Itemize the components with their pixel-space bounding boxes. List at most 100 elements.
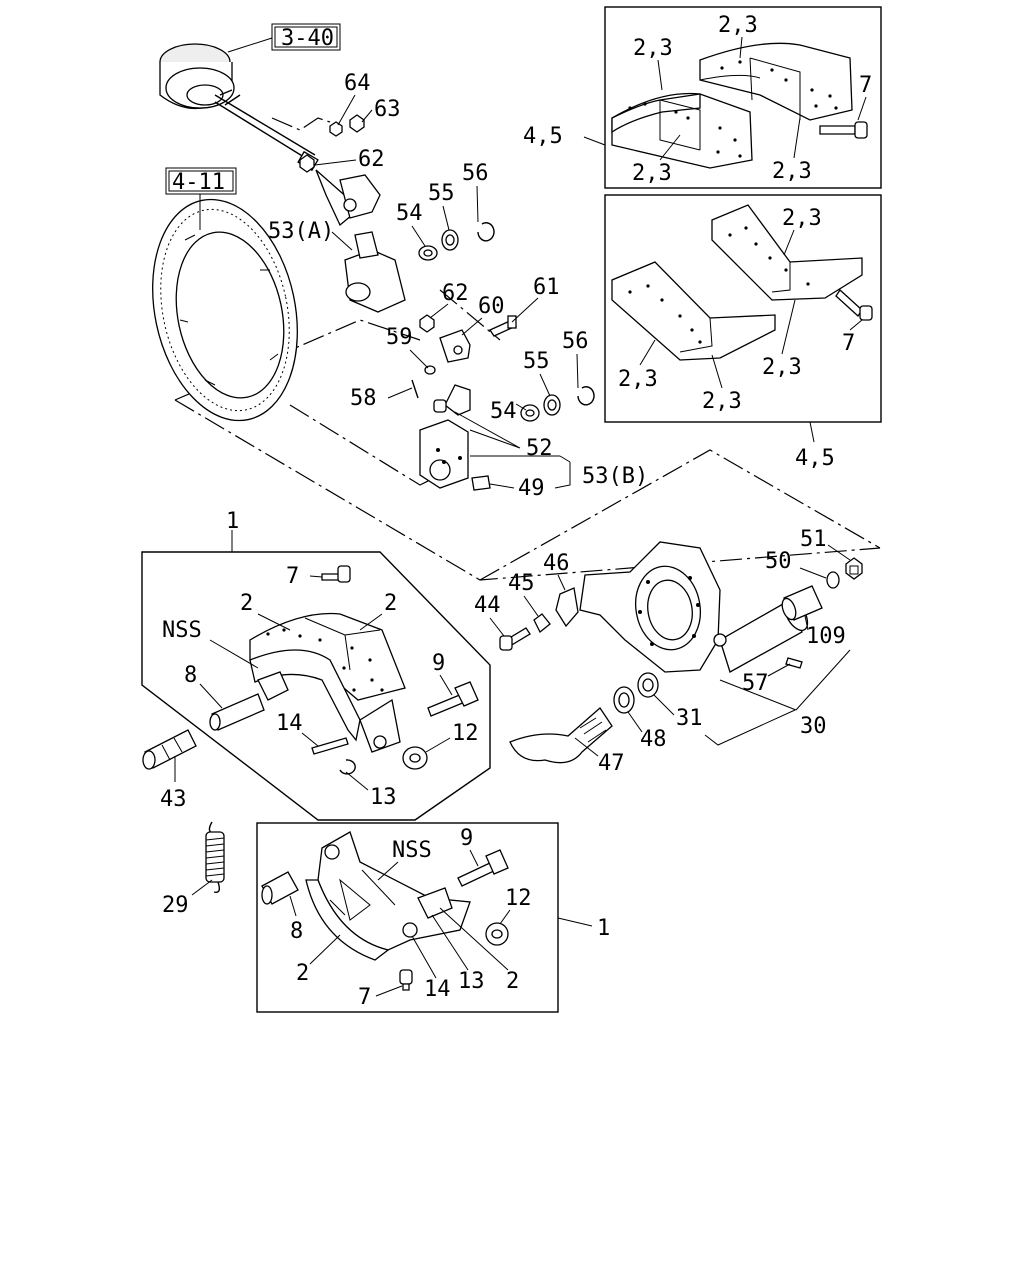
bushing-109 xyxy=(781,585,823,621)
shoe-assembly-box-lower xyxy=(256,822,559,1013)
snap-ring-56-top xyxy=(477,222,495,242)
nut-62-mid xyxy=(419,314,435,333)
spring-29 xyxy=(205,821,225,893)
centerline-lower-adjuster xyxy=(289,404,441,486)
callout-58: 58 xyxy=(350,386,377,411)
pin-61 xyxy=(489,315,517,337)
lining-kit-box-top xyxy=(604,6,882,189)
nut-62-top xyxy=(299,154,315,173)
callout-23-top-c: 2,3 xyxy=(632,161,672,186)
callout-7-mid: 7 xyxy=(842,331,855,356)
callout-2-lower-b: 2 xyxy=(506,969,519,994)
callout-43: 43 xyxy=(160,787,187,812)
callout-45-top: 4,5 xyxy=(523,124,563,149)
centerline-clevis xyxy=(439,289,501,341)
shoe-assembly-box-upper xyxy=(141,551,491,821)
callout-12-upper: 12 xyxy=(452,721,479,746)
callout-14-lower: 14 xyxy=(424,977,451,1002)
ref-label-3-40: 3-40 xyxy=(281,26,334,51)
callout-31: 31 xyxy=(676,706,703,731)
callout-23-top-b: 2,3 xyxy=(718,13,758,38)
washer-54-top xyxy=(418,245,438,261)
brake-chamber xyxy=(159,43,381,227)
callout-14-upper: 14 xyxy=(276,711,303,736)
callout-13-lower: 13 xyxy=(458,969,485,994)
callout-45: 45 xyxy=(508,571,535,596)
callout-61: 61 xyxy=(533,275,560,300)
bolt-7-mid xyxy=(835,289,873,321)
callout-nss-lower: NSS xyxy=(392,838,432,863)
bolt-7-lower xyxy=(399,969,413,991)
callout-63: 63 xyxy=(374,97,401,122)
bolt-44 xyxy=(499,627,531,651)
clevis-60 xyxy=(439,329,471,363)
callout-2-upper-b: 2 xyxy=(384,591,397,616)
callout-60: 60 xyxy=(478,294,505,319)
pin-14-upper xyxy=(311,737,349,755)
bolt-9-lower xyxy=(457,849,509,887)
pin-8-lower xyxy=(261,871,299,905)
callout-49: 49 xyxy=(518,476,545,501)
callout-50: 50 xyxy=(765,549,792,574)
roller-43 xyxy=(142,729,197,770)
callout-23-mid-b: 2,3 xyxy=(618,367,658,392)
bushing-12-upper xyxy=(402,746,428,770)
lining-kit-top-linings xyxy=(611,42,853,169)
callout-59: 59 xyxy=(386,325,413,350)
callout-53b: 53(B) xyxy=(582,464,648,489)
washer-54-mid xyxy=(520,404,540,422)
washer-50 xyxy=(826,571,840,589)
ref-box-4-11 xyxy=(165,167,237,195)
callout-8-lower: 8 xyxy=(290,919,303,944)
callout-56-mid: 56 xyxy=(562,329,589,354)
callout-23-mid-a: 2,3 xyxy=(782,206,822,231)
callout-64: 64 xyxy=(344,71,371,96)
bolt-7-top xyxy=(819,121,868,139)
cotter-58 xyxy=(411,379,419,399)
callout-7-top: 7 xyxy=(859,73,872,98)
callout-23-mid-d: 2,3 xyxy=(762,355,802,380)
callout-62-top: 62 xyxy=(358,147,385,172)
callout-51: 51 xyxy=(800,527,827,552)
callout-62-mid: 62 xyxy=(442,281,469,306)
snap-ring-56-mid xyxy=(577,386,595,406)
callout-109: 109 xyxy=(806,624,846,649)
shoe-assembly-lower xyxy=(305,831,471,961)
nut-63 xyxy=(349,114,365,133)
callout-23-top-a: 2,3 xyxy=(633,36,673,61)
callout-7-lower: 7 xyxy=(358,985,371,1010)
callout-8-upper: 8 xyxy=(184,663,197,688)
bolt-57 xyxy=(785,657,803,669)
clip-13-upper xyxy=(339,759,356,775)
dust-shield xyxy=(152,198,298,422)
callout-7-upper: 7 xyxy=(286,564,299,589)
callout-46: 46 xyxy=(543,551,570,576)
centerline-chamber xyxy=(271,117,331,131)
slack-adjuster-a xyxy=(344,231,406,313)
callout-54-top: 54 xyxy=(396,201,423,226)
callout-23-top-d: 2,3 xyxy=(772,159,812,184)
nut-51 xyxy=(845,557,863,580)
callout-9-upper: 9 xyxy=(432,651,445,676)
pin-8-upper xyxy=(209,693,265,731)
callout-52: 52 xyxy=(526,436,553,461)
lining-kit-box-mid xyxy=(604,194,882,423)
callout-54-mid: 54 xyxy=(490,399,517,424)
ref-box-3-40 xyxy=(271,23,341,51)
callout-12-lower: 12 xyxy=(505,886,532,911)
seal-31 xyxy=(637,672,659,698)
bolt-7-upper xyxy=(321,565,351,583)
callout-55-mid: 55 xyxy=(523,349,550,374)
callout-nss-upper: NSS xyxy=(162,618,202,643)
bushing-12-lower xyxy=(485,922,509,946)
callout-56-top: 56 xyxy=(462,161,489,186)
shoe-assembly-upper xyxy=(249,612,406,753)
bolt-9-upper xyxy=(427,681,479,717)
callout-1-upper: 1 xyxy=(226,509,239,534)
slack-adjuster-b xyxy=(419,384,471,489)
centerline-spider xyxy=(479,449,881,581)
callout-23-mid-c: 2,3 xyxy=(702,389,742,414)
callout-57: 57 xyxy=(742,671,769,696)
callout-29: 29 xyxy=(162,893,189,918)
